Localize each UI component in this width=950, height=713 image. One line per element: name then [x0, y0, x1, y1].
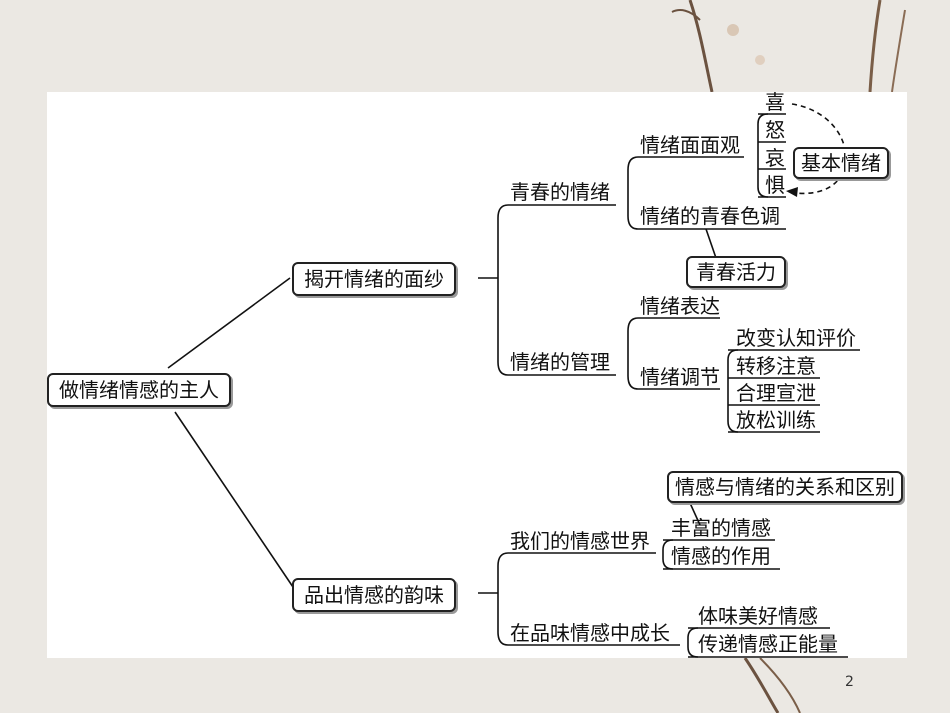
item-savor-good-feelings: 体味美好情感	[698, 604, 818, 628]
emotion-sorrow: 哀	[765, 146, 785, 170]
emotion-anger: 怒	[765, 118, 785, 142]
item-pass-positive-energy: 传递情感正能量	[698, 632, 838, 656]
emotion-fear: 惧	[765, 173, 785, 197]
item-emotion-expression: 情绪表达	[640, 294, 720, 318]
basic-emotion-callout: 基本情绪	[793, 147, 889, 179]
item-youth-color: 情绪的青春色调	[640, 204, 780, 228]
item-emotion-regulation: 情绪调节	[640, 365, 720, 389]
sub-node-emotion-management: 情绪的管理	[510, 350, 610, 374]
item-rich-feelings: 丰富的情感	[671, 516, 771, 540]
item-emotion-overview: 情绪面面观	[640, 133, 740, 157]
sub-node-feeling-world: 我们的情感世界	[510, 529, 650, 553]
method-shift-attention: 转移注意	[736, 354, 816, 378]
sub-node-youth-emotion: 青春的情绪	[510, 180, 610, 204]
sub-node-grow-with-feelings: 在品味情感中成长	[510, 621, 670, 645]
method-change-cognition: 改变认知评价	[736, 326, 856, 350]
youth-vitality-callout: 青春活力	[686, 256, 786, 288]
method-relaxation-training: 放松训练	[736, 408, 816, 432]
method-reasonable-venting: 合理宣泄	[736, 381, 816, 405]
page-number: 2	[845, 674, 854, 690]
item-feeling-function: 情感的作用	[671, 544, 771, 568]
branch-node-uncover-emotion: 揭开情绪的面纱	[292, 262, 456, 296]
feeling-emotion-relation-callout: 情感与情绪的关系和区别	[667, 471, 903, 503]
branch-node-savor-feelings: 品出情感的韵味	[292, 578, 456, 612]
root-node: 做情绪情感的主人	[47, 373, 231, 407]
emotion-joy: 喜	[765, 90, 785, 114]
